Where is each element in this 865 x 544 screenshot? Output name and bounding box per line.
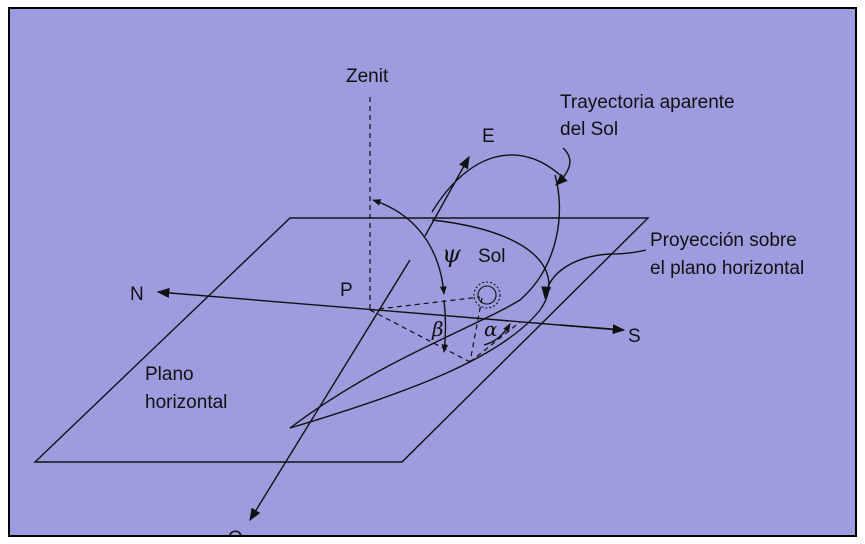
sun-label: Sol (478, 246, 505, 267)
north-label: N (130, 284, 144, 305)
west-label: O (228, 528, 243, 537)
alpha-label: α (484, 317, 498, 341)
sun-trajectory (289, 174, 561, 429)
sun-trajectory-upper (431, 154, 561, 213)
point-p-label: P (340, 280, 353, 301)
projection-label-2: el plano horizontal (650, 258, 804, 279)
projection-pointer (541, 249, 647, 300)
diagram-frame: Zenit E N S O P Sol Trayectoria aparente… (8, 7, 857, 537)
plane-label-2: horizontal (145, 392, 227, 413)
trajectory-label-1: Trayectoria aparente (560, 92, 735, 113)
psi-label: ψ (442, 240, 462, 268)
zenith-angle-arc (372, 199, 447, 295)
solar-geometry-diagram: Zenit E N S O P Sol Trayectoria aparente… (33, 66, 804, 537)
trajectory-label-2: del Sol (560, 119, 618, 140)
trajectory-pointer (555, 147, 571, 186)
altitude-angle-arc (441, 299, 449, 353)
projection-dashed (369, 309, 471, 363)
sun-icon (473, 281, 501, 309)
sun-ray-dashed (369, 296, 481, 311)
south-arrow (559, 324, 626, 335)
horizontal-projection (289, 219, 550, 429)
horizontal-plane (33, 217, 650, 463)
projection-label-1: Proyección sobre (650, 230, 797, 251)
plane-label-1: Plano (145, 364, 194, 385)
east-west-axis (249, 259, 411, 522)
zenith-label: Zenit (346, 66, 389, 87)
south-label: S (628, 326, 641, 347)
north-south-axis (156, 287, 621, 331)
azimuth-angle-arc (483, 323, 511, 346)
azimuth-dashed (469, 321, 521, 363)
east-label: E (482, 126, 495, 147)
sun-drop-dashed (469, 297, 483, 363)
beta-label: β (431, 317, 444, 341)
